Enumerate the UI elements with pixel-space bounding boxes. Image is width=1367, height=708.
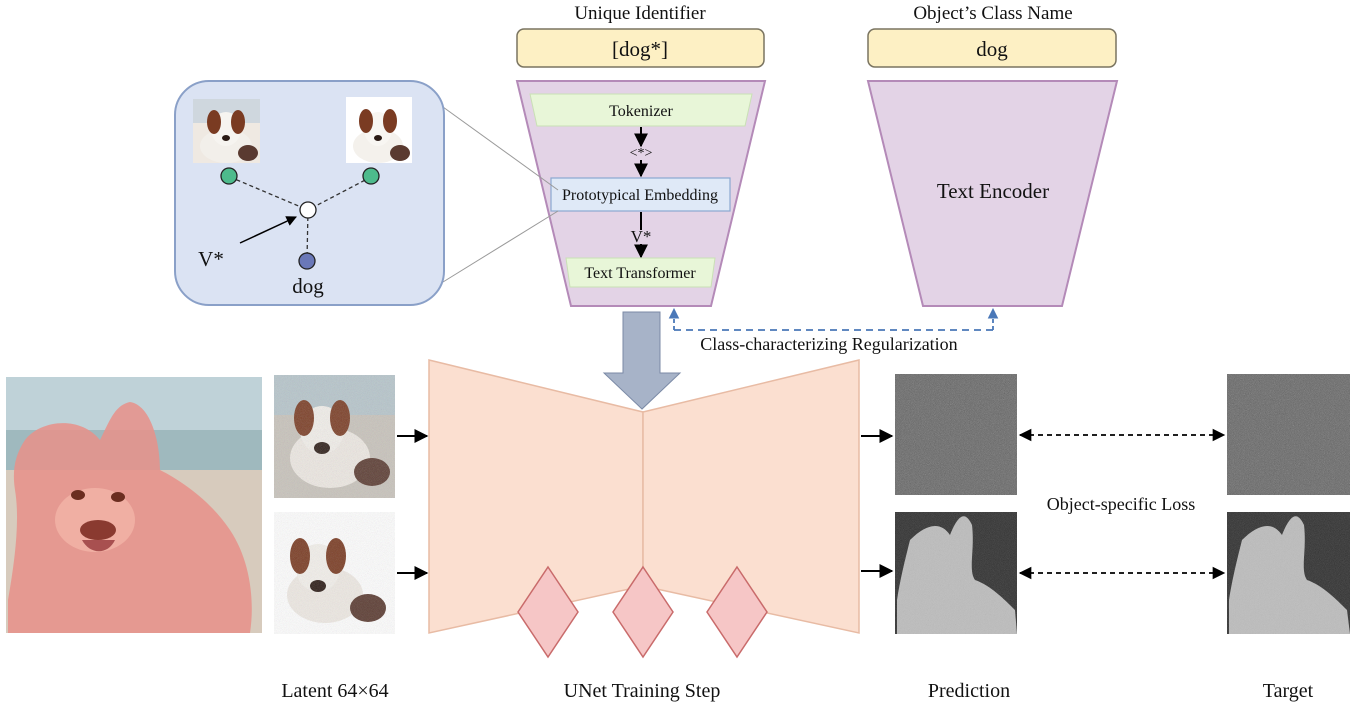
class-name-heading: Object’s Class Name — [913, 3, 1072, 24]
inset-dog-label: dog — [292, 274, 324, 298]
regularization-label: Class-characterizing Regularization — [700, 334, 957, 354]
tokenizer-box — [529, 93, 753, 127]
unet-diamond-1 — [517, 565, 579, 659]
latent-label: Latent 64×64 — [281, 680, 388, 702]
v-star-label: V* — [631, 227, 652, 246]
prediction-noise-masked — [895, 512, 1017, 634]
inset-v-star-label: V* — [198, 247, 224, 271]
teal-node-left — [220, 167, 238, 185]
prototypical-embedding-label: Prototypical Embedding — [562, 187, 718, 204]
dashed-link-right — [307, 176, 372, 211]
input-dog-image — [6, 377, 262, 633]
token-symbol: <*> — [630, 146, 653, 161]
v-star-node — [299, 201, 317, 219]
prediction-label: Prediction — [928, 680, 1010, 702]
dog-thumbnail-1 — [193, 99, 260, 163]
unet-diamond-2 — [612, 565, 674, 659]
unet-label: UNet Training Step — [564, 680, 721, 702]
dashed-link-left — [229, 176, 309, 211]
unique-token-box — [516, 28, 765, 68]
unet-decoder-half — [642, 359, 860, 634]
tokenizer-label: Tokenizer — [609, 103, 673, 120]
dog-thumbnail-2 — [346, 97, 412, 163]
target-noise-masked — [1227, 512, 1350, 634]
unique-identifier-heading: Unique Identifier — [574, 3, 706, 24]
dog-node — [298, 252, 316, 270]
v-star-pointer-icon — [239, 216, 297, 244]
object-loss-label: Object-specific Loss — [1047, 494, 1195, 514]
text-transformer-box — [565, 257, 716, 288]
text-transformer-label: Text Transformer — [584, 265, 696, 282]
class-text-encoder — [866, 80, 1119, 307]
zoom-line-bottom — [442, 210, 559, 283]
latent-image-1 — [274, 375, 395, 498]
prototypical-embedding-box — [550, 177, 731, 212]
teal-node-right — [362, 167, 380, 185]
conditioning-arrow-icon — [602, 311, 682, 410]
class-token-box — [867, 28, 1117, 68]
prediction-noise-full — [895, 374, 1017, 495]
zoom-line-top — [442, 106, 559, 191]
target-noise-full — [1227, 374, 1350, 495]
unique-token-text: [dog*] — [612, 37, 668, 61]
text-encoder-label: Text Encoder — [937, 179, 1049, 203]
class-token-text: dog — [976, 37, 1008, 61]
unet-diamond-3 — [706, 565, 768, 659]
target-label: Target — [1263, 680, 1314, 702]
latent-image-2 — [274, 512, 395, 634]
